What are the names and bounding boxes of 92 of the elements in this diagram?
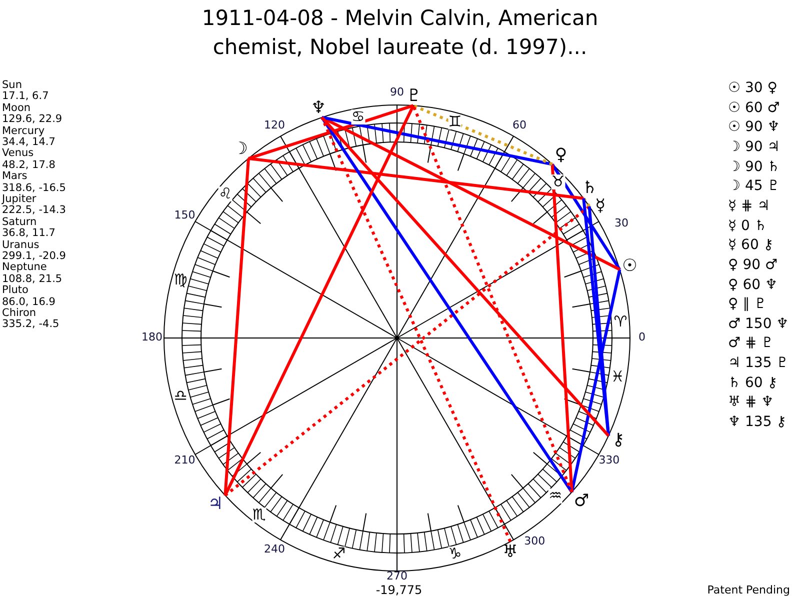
degree-label: 330 bbox=[598, 454, 620, 467]
aspect-line bbox=[412, 105, 574, 493]
aspect-entry: ♆ 135 ⚷ bbox=[728, 414, 786, 430]
aspect-line bbox=[224, 205, 590, 497]
aspect-entry: ☽ 90 ♄ bbox=[728, 158, 780, 175]
planet-name: Pluto bbox=[2, 284, 28, 296]
planet-glyph: ♆ bbox=[310, 98, 328, 116]
planet-glyph: ♅ bbox=[501, 543, 520, 562]
position-value: 17.1, 6.7 bbox=[2, 90, 49, 102]
degree-label: 30 bbox=[614, 217, 628, 230]
position-value: 48.2, 17.8 bbox=[2, 158, 56, 171]
planet-glyph: ♂ bbox=[572, 492, 590, 510]
degree-label: 180 bbox=[142, 332, 162, 344]
zodiac-sign-glyph: ♋ bbox=[351, 110, 365, 125]
planet-name: Chiron bbox=[2, 307, 36, 319]
degree-label: 120 bbox=[264, 119, 285, 132]
degree-label: 60 bbox=[512, 119, 526, 132]
planet-glyph: ♃ bbox=[206, 495, 224, 514]
aspect-line bbox=[582, 198, 591, 208]
aspect-line bbox=[322, 116, 553, 166]
position-value: 86.0, 16.9 bbox=[2, 296, 56, 308]
chart-title: 1911-04-08 - Melvin Calvin, American chemist, Nobel laureate (d. 1997)... bbox=[200, 5, 600, 61]
position-value: 299.1, -20.9 bbox=[2, 250, 66, 262]
aspect-line bbox=[248, 157, 584, 200]
aspect-entry: ☉ 30 ♀ bbox=[728, 80, 778, 96]
aspect-line bbox=[248, 104, 414, 160]
aspect-line bbox=[320, 116, 610, 437]
position-value: 36.8, 11.7 bbox=[2, 227, 56, 240]
planet-name: Moon bbox=[2, 102, 31, 114]
aspect-entry: ♀ 60 ♆ bbox=[728, 276, 778, 293]
aspect-entry: ♂ ⋕ ♇ bbox=[728, 335, 774, 352]
aspect-entry: ♀ 90 ♂ bbox=[728, 256, 778, 273]
aspect-line bbox=[582, 198, 610, 436]
planet-glyph: ♀ bbox=[552, 146, 570, 164]
aspect-entry: ☿ 0 ♄ bbox=[728, 218, 767, 234]
degree-label: 240 bbox=[264, 544, 285, 556]
position-value: 318.6, -16.5 bbox=[2, 182, 66, 194]
zodiac-sign-glyph: ♓ bbox=[610, 369, 624, 384]
planet-name: Neptune bbox=[2, 261, 47, 274]
aspect-entry: ♄ 60 ⚷ bbox=[728, 374, 778, 391]
position-value: 34.4, 14.7 bbox=[2, 136, 56, 148]
aspect-line bbox=[412, 104, 553, 166]
aspect-entry: ♂ 150 ♆ bbox=[728, 316, 789, 332]
zodiac-sign-glyph: ♏ bbox=[252, 507, 266, 522]
zodiac-sign-glyph: ♐ bbox=[332, 546, 346, 562]
aspect-line bbox=[550, 164, 574, 492]
position-value: 335.2, -4.5 bbox=[2, 318, 60, 330]
planet-glyph: ☿ bbox=[591, 197, 610, 216]
planet-glyph: ♄ bbox=[580, 178, 599, 197]
zodiac-sign-glyph: ♌ bbox=[218, 186, 232, 202]
planet-glyph: ♇ bbox=[405, 86, 423, 105]
planet-name: Mars bbox=[2, 170, 28, 182]
degree-label: 90 bbox=[390, 86, 404, 100]
zodiac-sign-glyph: ♍ bbox=[174, 272, 188, 288]
aspect-line bbox=[570, 269, 622, 492]
aspect-entry: ☽ 45 ♇ bbox=[728, 178, 780, 194]
position-value: 222.5, -14.3 bbox=[2, 204, 66, 216]
position-value: 129.6, 22.9 bbox=[2, 113, 62, 126]
planet-name: Sun bbox=[2, 79, 22, 91]
zodiac-sign-glyph: ♊ bbox=[448, 114, 462, 130]
aspect-entry: ♃ 135 ♇ bbox=[728, 355, 789, 372]
planet-glyph: ⚷ bbox=[609, 431, 628, 450]
aspect-entry: ☿ ⋕ ♃ bbox=[728, 198, 770, 214]
zodiac-sign-glyph: ♉ bbox=[551, 174, 565, 190]
degree-label: 210 bbox=[174, 454, 196, 467]
planet-name: Saturn bbox=[2, 216, 37, 228]
aspect-entry: ☿ 60 ⚷ bbox=[728, 237, 774, 254]
aspect-entry: ☽ 90 ♃ bbox=[728, 138, 780, 155]
degree-label: 300 bbox=[524, 536, 546, 548]
zodiac-sign-glyph: ♒ bbox=[548, 488, 562, 504]
aspect-line bbox=[224, 104, 415, 496]
degree-label: 0 bbox=[638, 332, 646, 344]
planet-glyph: ☉ bbox=[620, 257, 639, 276]
position-value: 108.8, 21.5 bbox=[2, 272, 62, 285]
aspect-line bbox=[551, 164, 621, 270]
planet-name: Jupiter bbox=[2, 193, 36, 206]
aspect-entry: ♅ ⋕ ♆ bbox=[728, 394, 774, 410]
planet-name: Mercury bbox=[2, 124, 45, 137]
aspect-line bbox=[320, 116, 512, 542]
planet-name: Venus bbox=[2, 147, 34, 160]
planet-name: Uranus bbox=[2, 238, 40, 251]
zodiac-sign-glyph: ♑ bbox=[448, 546, 462, 562]
aspect-line bbox=[588, 206, 610, 436]
number-label: -19,775 bbox=[376, 584, 422, 598]
degree-label: 270 bbox=[386, 570, 408, 584]
aspect-entry: ☉ 60 ♂ bbox=[728, 100, 780, 116]
footer-note: Patent Pending bbox=[707, 584, 790, 598]
degree-label: 150 bbox=[174, 209, 196, 222]
aspect-line bbox=[224, 158, 250, 496]
planet-glyph: ☽ bbox=[231, 140, 250, 158]
aspect-entry: ☉ 90 ♆ bbox=[728, 119, 780, 136]
aspect-entry: ♀ ∥ ♇ bbox=[728, 296, 767, 312]
